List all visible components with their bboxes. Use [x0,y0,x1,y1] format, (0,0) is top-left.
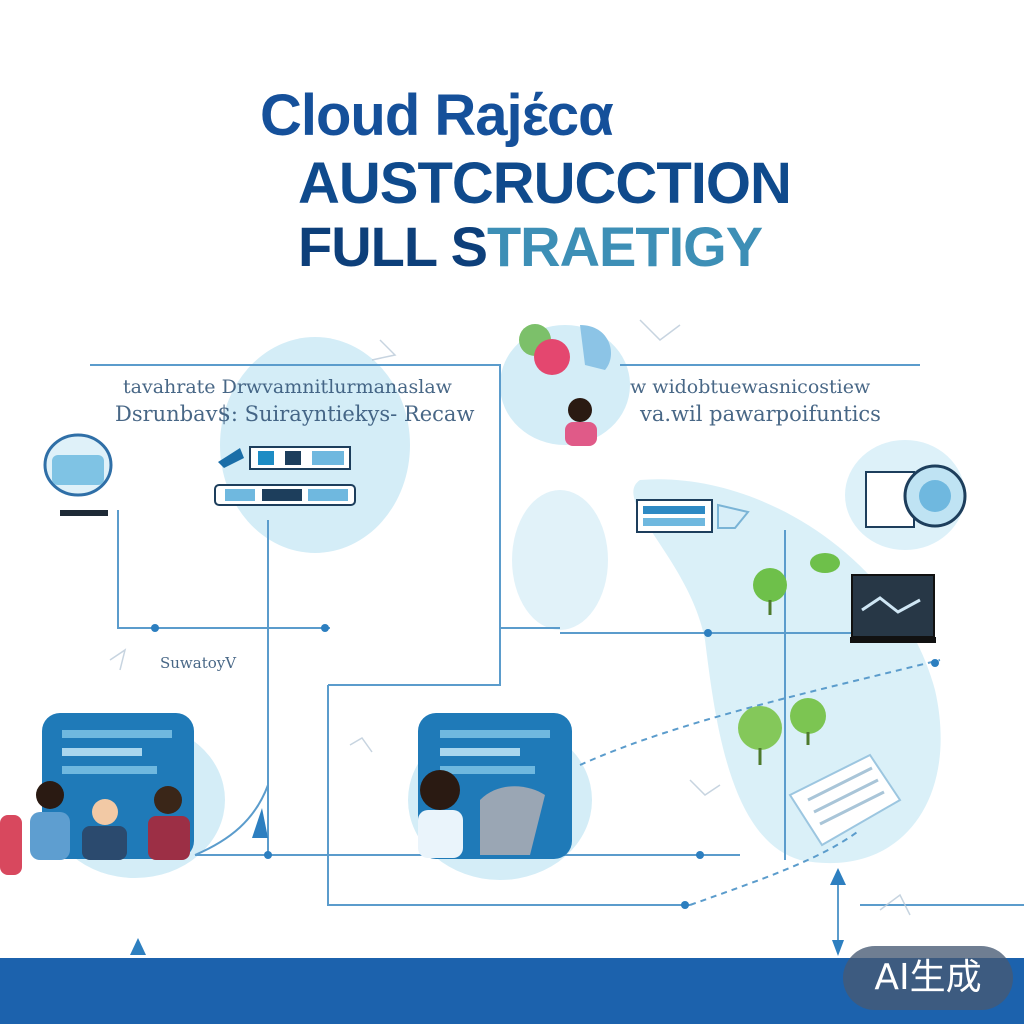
title-line-3-part-2: TRAETIGY [486,215,763,278]
dot [704,629,712,637]
label-right-top: w widobtuewasnicostiew [630,376,871,398]
tree-icon [738,553,840,765]
bubble-left-top [220,337,410,553]
dot [321,624,329,632]
connector-bottom-loop [328,628,501,686]
dot [696,851,704,859]
connector-dashed-lower [689,829,861,906]
arrow-up-icon [130,938,146,955]
presentation-panel [418,713,572,859]
bubble-mid-center [512,490,608,630]
computer-monitor-icon [43,433,113,516]
connector-lines [90,364,1024,950]
laptop-chart-icon [850,574,936,643]
arrow-up-icon [252,808,268,838]
label-left-bottom: Dsrunbav$: Suirayntiekys- Recaw [115,402,475,426]
document-icon [788,753,902,847]
connector-dots [151,624,939,909]
label-left-top: tavahrate Drwvamnitlurmanaslaw [123,376,452,398]
connector-dashed-curve [579,659,941,766]
title-line-2: AUSTCRUCCTION [298,151,792,216]
arrow-down-icon [832,940,844,956]
person-avatar-icon [519,324,612,446]
sketch-marks [109,319,911,916]
devices-cluster-icon [214,446,356,506]
dot [151,624,159,632]
connector-left-frame [90,364,560,629]
dot [931,659,939,667]
connector-left-down [117,510,330,629]
arrows [130,808,846,956]
arrow-up-icon [830,868,846,885]
ai-generated-badge: AI生成 [843,946,1013,1010]
dot [681,901,689,909]
title-line-3: FULL STRAETIGY [298,214,1024,279]
label-small-mid: SuwatoyV [160,654,237,672]
connector-lower-frame [327,685,690,906]
camera-device-icon [865,464,967,528]
title-line-3-part-1: FULL S [298,215,488,278]
server-rack-icon [636,499,750,533]
connector-left-curve [194,784,269,856]
team-meeting-panel [0,713,194,875]
title-line-1: Cloud Rajέcα [260,83,614,148]
dot [264,851,272,859]
label-right-bottom: va.wil pawarpoifuntics [640,402,881,426]
